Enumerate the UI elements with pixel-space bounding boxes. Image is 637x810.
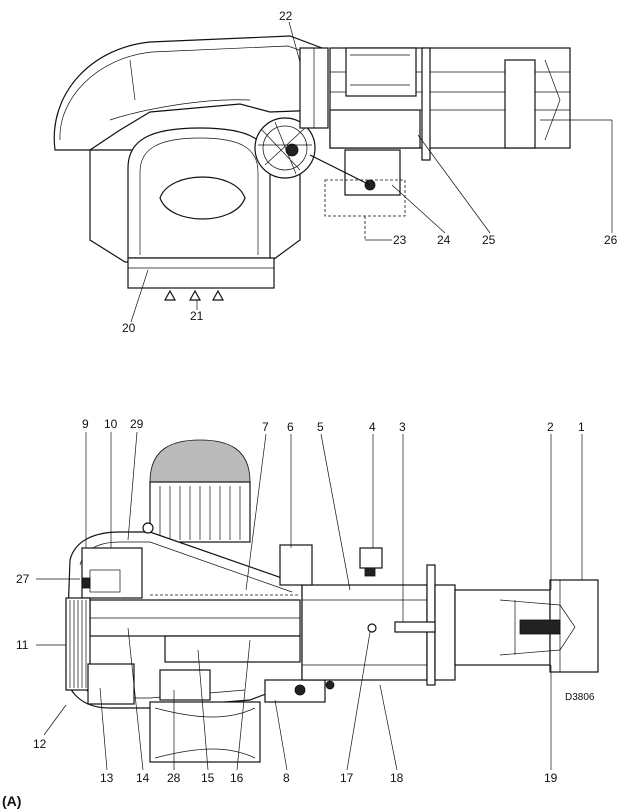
callout-23: 23	[393, 233, 407, 247]
callout-29: 29	[130, 417, 144, 431]
callout-11: 11	[16, 638, 29, 652]
callout-18: 18	[390, 771, 404, 785]
bottom-plan-view	[65, 439, 599, 763]
housing-hood	[53, 35, 323, 151]
bottom-callouts: 9 10 29 7 6 5 4 3 2 1 27 11 12 13 14 28 …	[16, 417, 585, 785]
callout-24: 24	[437, 233, 451, 247]
top-leader-lines	[130, 21, 613, 323]
callout-28: 28	[167, 771, 181, 785]
callout-8: 8	[283, 771, 290, 785]
callout-20: 20	[122, 321, 136, 335]
top-side-view	[53, 35, 571, 301]
callout-7: 7	[262, 420, 269, 434]
callout-13: 13	[100, 771, 114, 785]
callout-19: 19	[544, 771, 558, 785]
callout-3: 3	[399, 420, 406, 434]
drawing-code: D3806	[565, 692, 595, 703]
figure-label: (A)	[2, 793, 21, 809]
callout-27: 27	[16, 572, 30, 586]
callout-5: 5	[317, 420, 324, 434]
triangle-markers	[163, 289, 225, 301]
callout-22: 22	[279, 9, 293, 23]
callout-26: 26	[604, 233, 618, 247]
electric-motor	[149, 439, 251, 543]
callout-16: 16	[230, 771, 244, 785]
callout-17: 17	[340, 771, 354, 785]
callout-1: 1	[578, 420, 585, 434]
callout-15: 15	[201, 771, 215, 785]
callout-4: 4	[369, 420, 376, 434]
callout-9: 9	[82, 417, 89, 431]
callout-14: 14	[136, 771, 150, 785]
callout-12: 12	[33, 737, 47, 751]
callout-10: 10	[104, 417, 118, 431]
bottom-leader-lines	[36, 431, 583, 771]
air-damper-dial	[254, 117, 316, 179]
callout-25: 25	[482, 233, 496, 247]
callout-6: 6	[287, 420, 294, 434]
callout-2: 2	[547, 420, 554, 434]
callout-21: 21	[190, 309, 204, 323]
top-callouts: 22 20 21 23 24 25 26	[122, 9, 618, 335]
fan-grill	[65, 597, 91, 691]
